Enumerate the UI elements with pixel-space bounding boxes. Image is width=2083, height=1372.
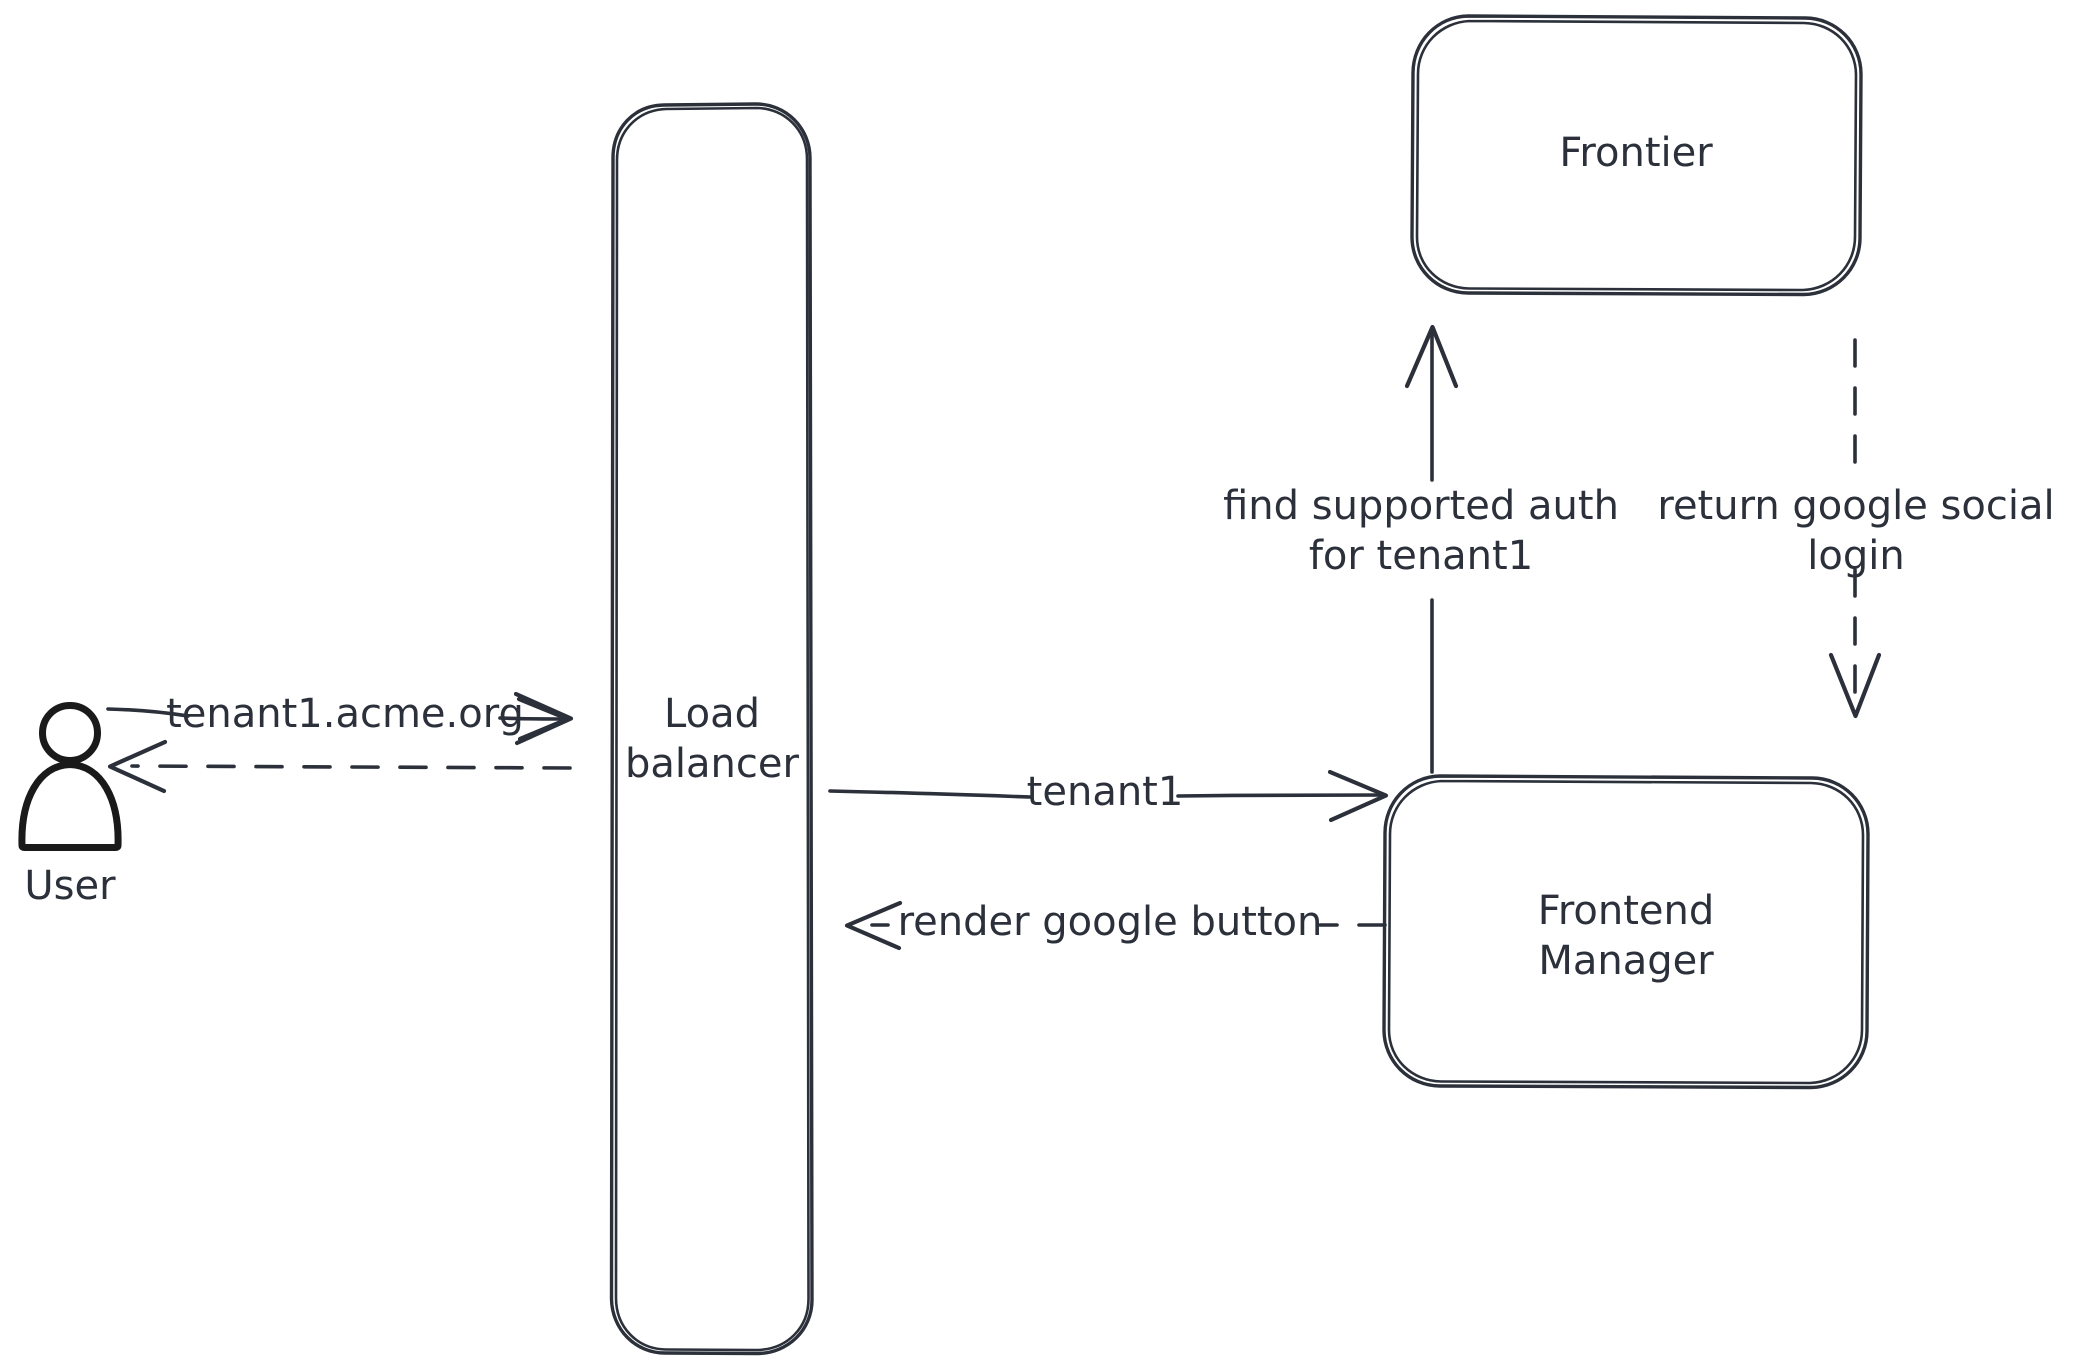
node-frontier-label: Frontier xyxy=(1559,130,1713,176)
actor-user[interactable]: User xyxy=(18,702,122,910)
edge-fm-to-lb[interactable]: render google button xyxy=(844,899,1387,951)
edge-fm-to-frontier-label-line1: find supported auth xyxy=(1223,483,1619,529)
edge-fm-to-lb-label: render google button xyxy=(898,899,1323,945)
node-frontend-manager-label-line1: Frontend xyxy=(1538,888,1715,934)
node-frontend-manager[interactable]: Frontend Manager xyxy=(1382,774,1870,1090)
edge-frontier-to-fm-label-line2: login xyxy=(1807,533,1904,579)
edge-fm-to-frontier-label-line2: for tenant1 xyxy=(1309,533,1533,579)
node-frontier[interactable]: Frontier xyxy=(1410,14,1863,297)
edge-lb-to-fm[interactable]: tenant1 xyxy=(828,769,1389,823)
edge-frontier-to-fm-label-line1: return google social xyxy=(1657,483,2054,529)
actor-user-label: User xyxy=(24,863,116,909)
edge-user-to-lb[interactable]: tenant1.acme.org xyxy=(106,691,574,746)
edge-frontier-to-fm[interactable]: return google social login xyxy=(1657,338,2055,719)
person-icon xyxy=(18,702,122,851)
edge-lb-to-user[interactable] xyxy=(107,739,572,794)
edge-lb-to-fm-label: tenant1 xyxy=(1027,769,1184,815)
node-load-balancer-label-line1: Load xyxy=(664,691,760,737)
node-load-balancer[interactable]: Load balancer xyxy=(609,102,814,1356)
edge-user-to-lb-label: tenant1.acme.org xyxy=(166,691,524,737)
node-frontend-manager-label-line2: Manager xyxy=(1538,938,1714,984)
edge-fm-to-frontier[interactable]: find supported auth for tenant1 xyxy=(1223,324,1619,774)
node-load-balancer-label-line2: balancer xyxy=(625,741,799,787)
